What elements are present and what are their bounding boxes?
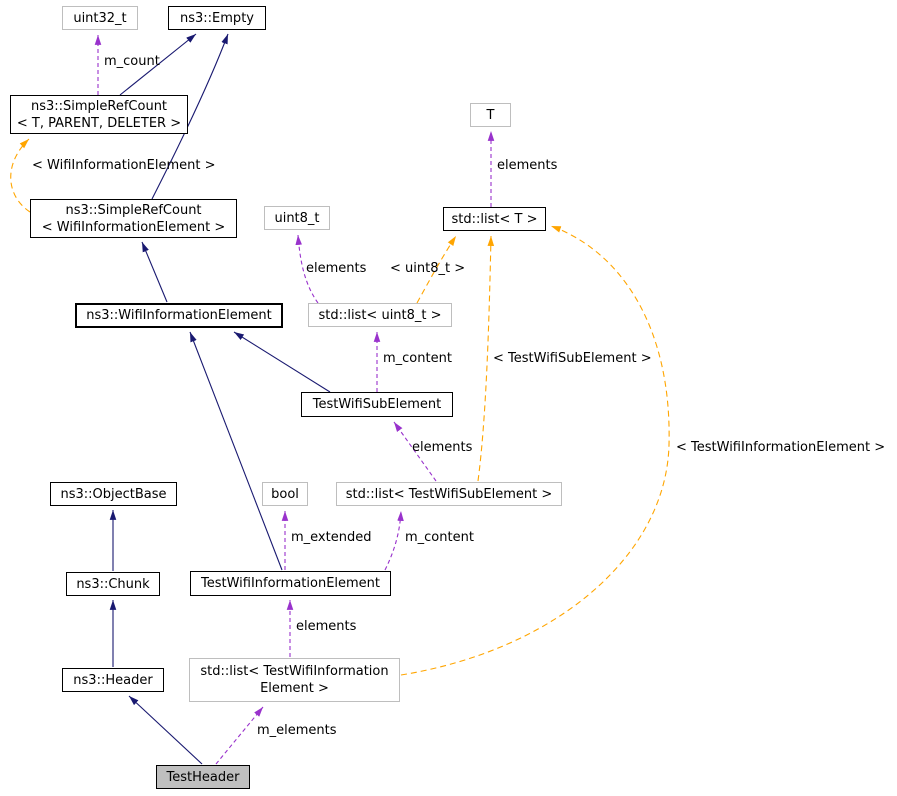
class-node-uint32-t: uint32_t <box>62 6 138 30</box>
edge-label-member-16: m_elements <box>257 723 337 738</box>
class-node-test-wifi-information-element-label: TestWifiInformationElement <box>200 576 381 591</box>
class-node-simplerefcount-wie-label: ns3::SimpleRefCount <box>65 202 202 218</box>
class-node-bool-label: bool <box>271 486 299 502</box>
edge-label-template-19: < TestWifiSubElement > <box>493 351 652 366</box>
class-node-test-wifi-sub-element-label: TestWifiSubElement <box>312 397 442 412</box>
class-node-simplerefcount-tpd[interactable]: ns3::SimpleRefCount< T, PARENT, DELETER … <box>10 95 188 134</box>
class-node-std-list-t-label: std::list< T > <box>451 211 538 227</box>
edge-label-template-20: < TestWifiInformationElement > <box>676 440 886 455</box>
class-node-test-wifi-information-element[interactable]: TestWifiInformationElement <box>190 571 391 596</box>
edge-label-member-9: elements <box>497 158 558 173</box>
class-node-ns3-header-label: ns3::Header <box>73 672 153 688</box>
class-node-ns3-object-base-label: ns3::ObjectBase <box>60 486 167 502</box>
edge-label-member-10: elements <box>306 261 367 276</box>
class-node-ns3-header[interactable]: ns3::Header <box>62 668 164 692</box>
class-node-wifi-information-element-label: ns3::WifiInformationElement <box>86 308 272 323</box>
edge-label-member-13: m_extended <box>291 530 372 545</box>
class-node-simplerefcount-tpd-label: ns3::SimpleRefCount <box>30 98 168 114</box>
edge-label-member-15: elements <box>296 619 357 634</box>
edge-label-template-17: < WifiInformationElement > <box>32 158 216 173</box>
class-node-ns3-empty[interactable]: ns3::Empty <box>168 6 266 30</box>
class-node-test-wifi-sub-element[interactable]: TestWifiSubElement <box>301 392 453 417</box>
edge-inheritance-wifi-information-element-to-simplerefcount-wie <box>141 241 168 303</box>
edge-label-member-14: m_content <box>405 530 474 545</box>
edge-label-member-11: m_content <box>383 351 452 366</box>
class-node-test-header-label: TestHeader <box>166 769 240 785</box>
edge-template-std-list-twse-to-std-list-t <box>477 235 495 482</box>
edge-template-simplerefcount-wie-to-simplerefcount-tpd <box>10 138 31 213</box>
edge-member-std-list-uint8-to-uint8-t <box>295 234 319 304</box>
edge-member-test-header-to-std-list-twie <box>215 706 264 765</box>
edge-member-std-list-twse-to-test-wifi-sub-element <box>393 421 437 482</box>
class-node-simplerefcount-wie-label: < WifiInformationElement > <box>41 219 226 235</box>
edge-inheritance-test-header-to-ns3-header <box>128 695 203 765</box>
class-node-std-list-uint8-label: std::list< uint8_t > <box>318 307 442 323</box>
class-node-std-list-twse-label: std::list< TestWifiSubElement > <box>345 486 553 502</box>
edge-label-member-8: m_count <box>104 54 160 69</box>
edge-template-std-list-twie-to-std-list-t <box>400 225 670 676</box>
class-node-ns3-object-base[interactable]: ns3::ObjectBase <box>50 482 177 506</box>
class-node-bool: bool <box>262 482 308 506</box>
edge-label-template-18: < uint8_t > <box>390 261 466 276</box>
class-node-std-list-twie-label: Element > <box>260 681 329 696</box>
class-node-simplerefcount-wie[interactable]: ns3::SimpleRefCount< WifiInformationElem… <box>30 199 237 238</box>
class-node-std-list-uint8: std::list< uint8_t > <box>308 303 452 327</box>
edge-inheritance-test-wifi-information-element-to-wifi-information-element <box>189 331 283 571</box>
class-node-std-list-twie-label: std::list< TestWifiInformation <box>200 664 389 679</box>
class-node-ns3-empty-label: ns3::Empty <box>180 10 254 26</box>
class-node-ns3-chunk[interactable]: ns3::Chunk <box>66 572 160 596</box>
edge-label-member-12: elements <box>412 440 473 455</box>
class-node-ns3-chunk-label: ns3::Chunk <box>76 576 150 592</box>
class-node-uint32-t-label: uint32_t <box>73 10 127 26</box>
edge-template-std-list-uint8-to-std-list-t <box>416 235 457 304</box>
class-node-wifi-information-element[interactable]: ns3::WifiInformationElement <box>75 303 283 328</box>
class-node-t: T <box>470 103 511 127</box>
class-node-std-list-twse: std::list< TestWifiSubElement > <box>336 482 562 506</box>
class-node-uint8-t-label: uint8_t <box>274 210 320 226</box>
class-node-std-list-t[interactable]: std::list< T > <box>443 207 546 231</box>
class-node-t-label: T <box>486 107 495 123</box>
edge-paths-group <box>10 33 670 765</box>
edge-inheritance-simplerefcount-wie-to-ns3-empty <box>151 33 229 200</box>
edge-member-test-wifi-information-element-to-std-list-twse <box>384 510 404 571</box>
class-node-simplerefcount-tpd-label: < T, PARENT, DELETER > <box>16 115 182 131</box>
class-node-test-header: TestHeader <box>156 765 250 789</box>
class-node-uint8-t: uint8_t <box>264 206 330 230</box>
edge-inheritance-test-wifi-sub-element-to-wifi-information-element <box>233 331 331 393</box>
edge-inheritance-simplerefcount-tpd-to-ns3-empty <box>119 33 197 96</box>
